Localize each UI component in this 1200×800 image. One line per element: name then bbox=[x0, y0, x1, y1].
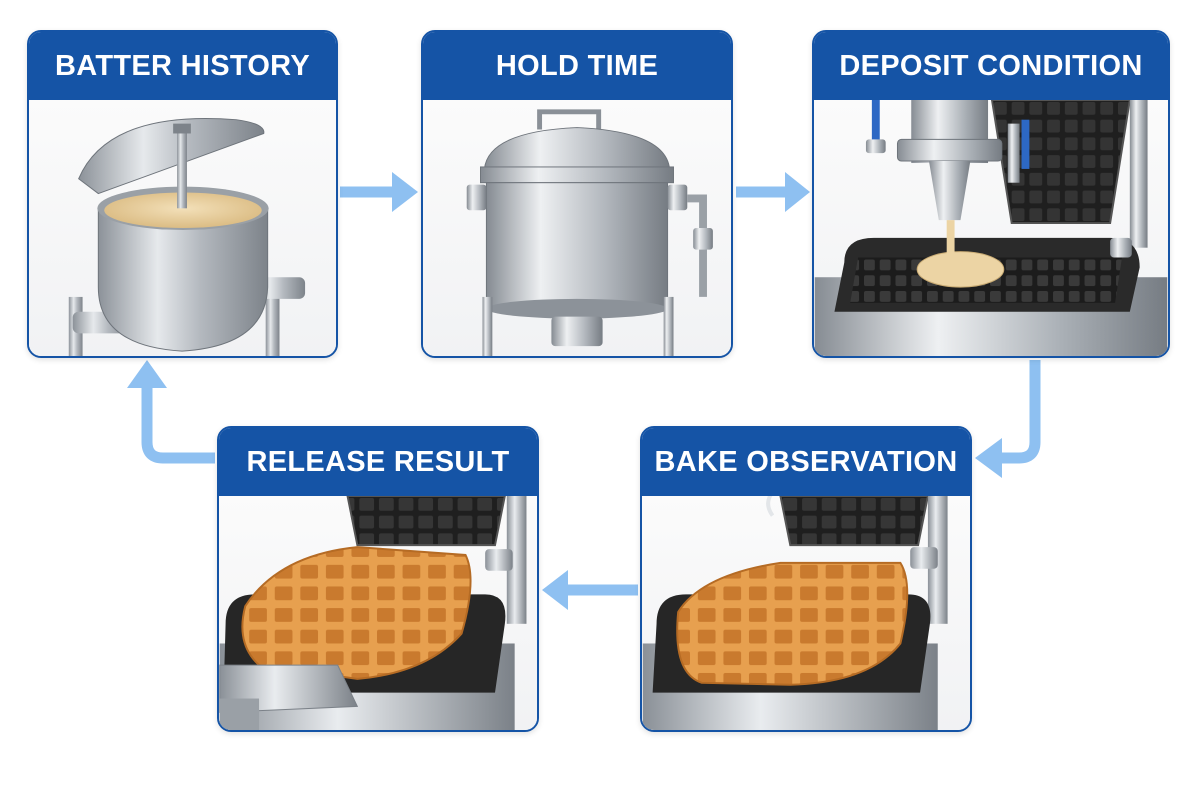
step-title: HOLD TIME bbox=[423, 32, 731, 100]
step-image-waffle-release bbox=[219, 496, 537, 730]
mixer-bowl-illustration bbox=[68, 117, 306, 356]
step-title: RELEASE RESULT bbox=[219, 428, 537, 496]
depositor-illustration bbox=[814, 100, 1168, 356]
arrow-batter-to-hold bbox=[340, 172, 418, 212]
step-title: BAKE OBSERVATION bbox=[642, 428, 970, 496]
step-image-batter-mixer bbox=[29, 100, 336, 356]
step-title: BATTER HISTORY bbox=[29, 32, 336, 100]
step-image-batter-depositor bbox=[814, 100, 1168, 356]
step-card-release-result: RELEASE RESULT bbox=[217, 426, 539, 732]
step-card-hold-time: HOLD TIME bbox=[421, 30, 733, 358]
step-card-batter-history: BATTER HISTORY bbox=[27, 30, 338, 358]
step-title: DEPOSIT CONDITION bbox=[814, 32, 1168, 100]
arrow-bake-to-release bbox=[542, 570, 638, 610]
holding-tank-illustration bbox=[466, 109, 713, 356]
step-image-waffle-baking bbox=[642, 496, 970, 730]
waffle-iron-illustration bbox=[642, 496, 948, 730]
step-card-deposit-condition: DEPOSIT CONDITION bbox=[812, 30, 1170, 358]
arrow-release-to-batter bbox=[127, 360, 215, 464]
step-image-holding-tank bbox=[423, 100, 731, 356]
arrow-deposit-to-bake bbox=[975, 360, 1041, 478]
waffle-release-illustration bbox=[219, 496, 527, 730]
arrow-hold-to-deposit bbox=[736, 172, 810, 212]
step-card-bake-observation: BAKE OBSERVATION bbox=[640, 426, 972, 732]
